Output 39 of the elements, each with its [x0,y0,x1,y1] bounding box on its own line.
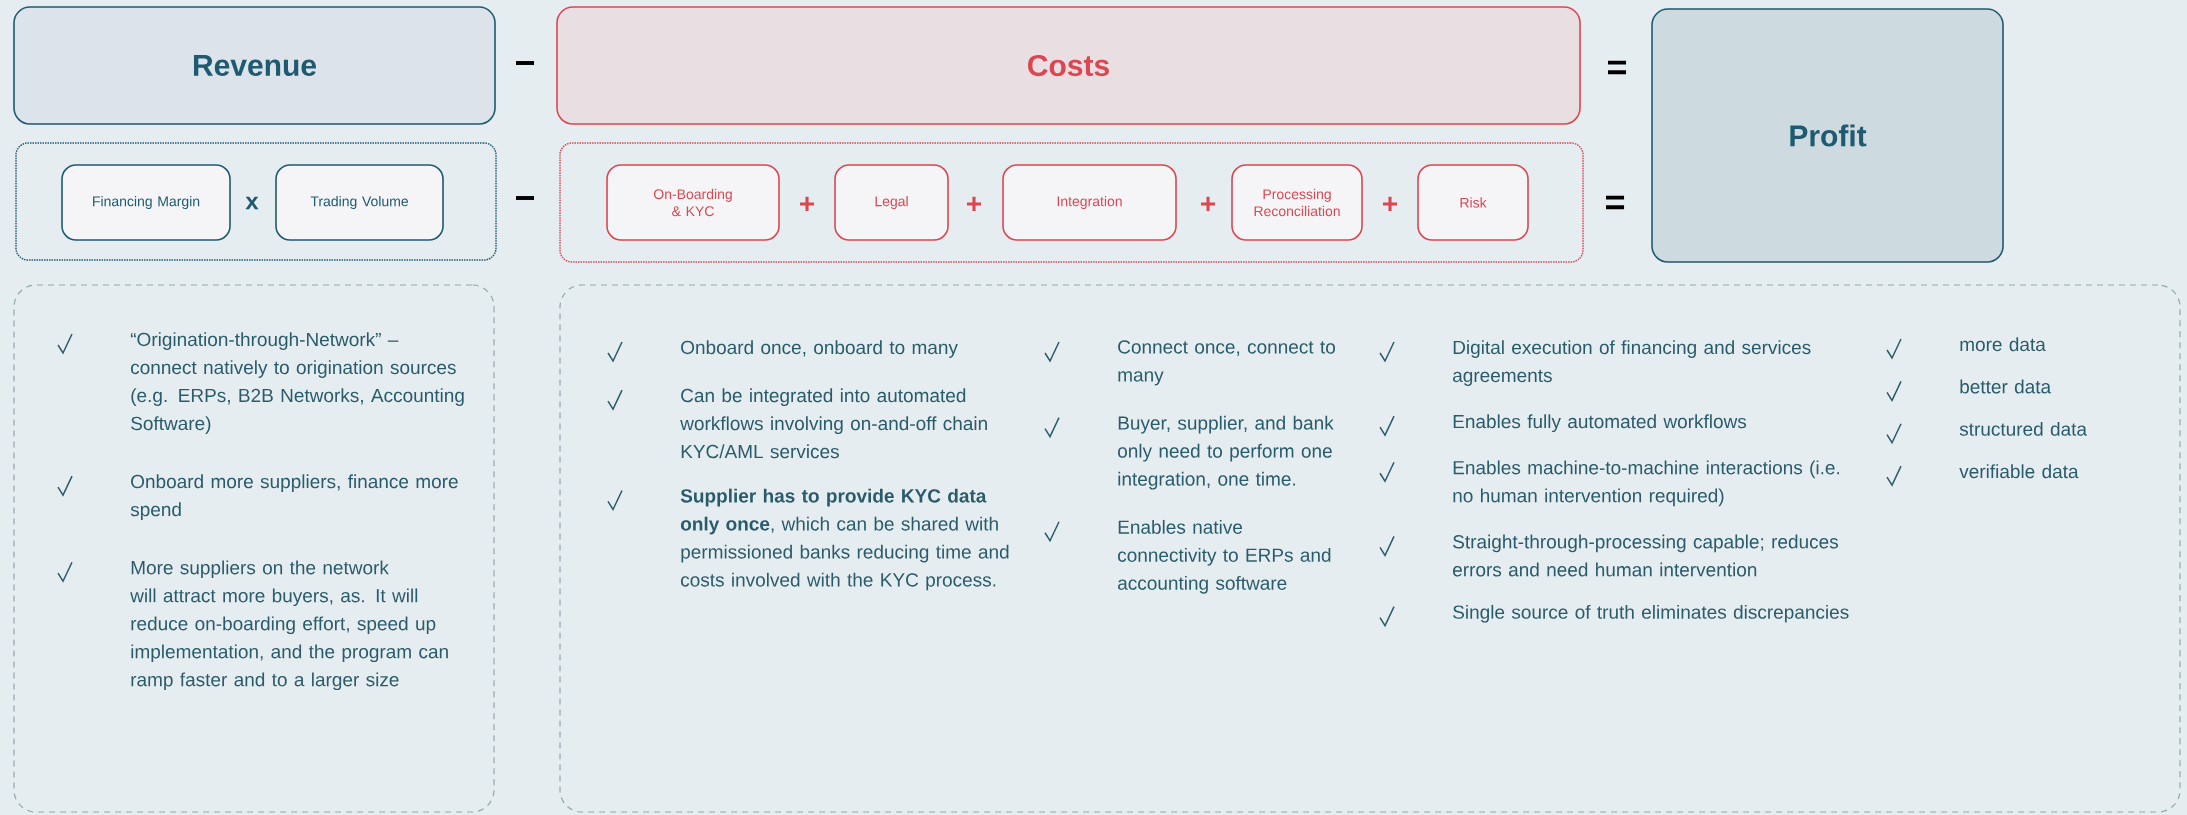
bullet-text: Can be integrated into automated workflows involving on-and-off chain KYC/AML services [680,388,987,459]
operator-sign: = [1606,195,1625,210]
dotted-group [559,142,1584,263]
bullet-text: Straight-through-processing capable; reduces errors and need human intervention [1453,534,1838,577]
operator-sign: + [1383,196,1398,211]
bullet-text: Single source of truth eliminates discrepancies [1453,604,1849,623]
term-box: Financing Margin [61,164,231,241]
bullet-text: better data [1960,379,2052,394]
bullet-text: Buyer, supplier, and bank only need to perform one integration, one time. [1118,415,1334,490]
bullet-text: more data [1960,337,2046,352]
formula-box: Costs [556,6,1581,125]
term-box: Legal [834,164,949,241]
bullet-text: Onboard more suppliers, finance more spend [130,474,458,520]
bullet-text: More suppliers on the network will attract more buyers, as. It will reduce on-boarding effort, speed up implementation, and the program can ramp faster and to a larger size [130,560,448,691]
bullet-text: Enables machine-to-machine interactions (i.e. no human intervention required) [1453,460,1840,507]
formula-box: Revenue [13,6,496,125]
operator-sign: x [245,196,259,210]
bullet-text: structured data [1959,421,2087,436]
term-box: Risk [1417,164,1529,241]
bullet-text: Enables fully automated workflows [1453,414,1747,432]
bullet-text: Onboard once, onboard to many [681,340,958,358]
operator-sign: − [516,61,535,65]
bullet-text: “Origination-through-Network” – connect natively to origination sources (e.g. ERPs, B2B Networks, Accounting Software) [130,332,464,434]
term-box: Integration [1002,164,1177,241]
term-box: On-Boarding & KYC [606,164,780,241]
operator-sign: = [1608,60,1627,75]
bullet-text: Supplier has to provide KYC data only once, which can be shared with permissioned banks reducing time and costs involved with the KYC process. [680,488,1009,591]
operator-sign: + [1201,196,1216,211]
operator-sign: + [800,196,815,211]
result-box: Profit [1651,8,2004,263]
operator-sign: + [967,196,982,211]
bullet-text: verifiable data [1959,464,2079,479]
term-box: Trading Volume [275,164,444,241]
dotted-group [15,142,497,261]
operator-sign: − [516,196,535,200]
bullet-text: Connect once, connect to many [1118,340,1335,386]
bullet-text: Digital execution of financing and services agreements [1453,340,1811,386]
term-box: Processing Reconciliation [1231,164,1363,241]
bullet-text: Enables native connectivity to ERPs and accounting software [1118,519,1331,594]
